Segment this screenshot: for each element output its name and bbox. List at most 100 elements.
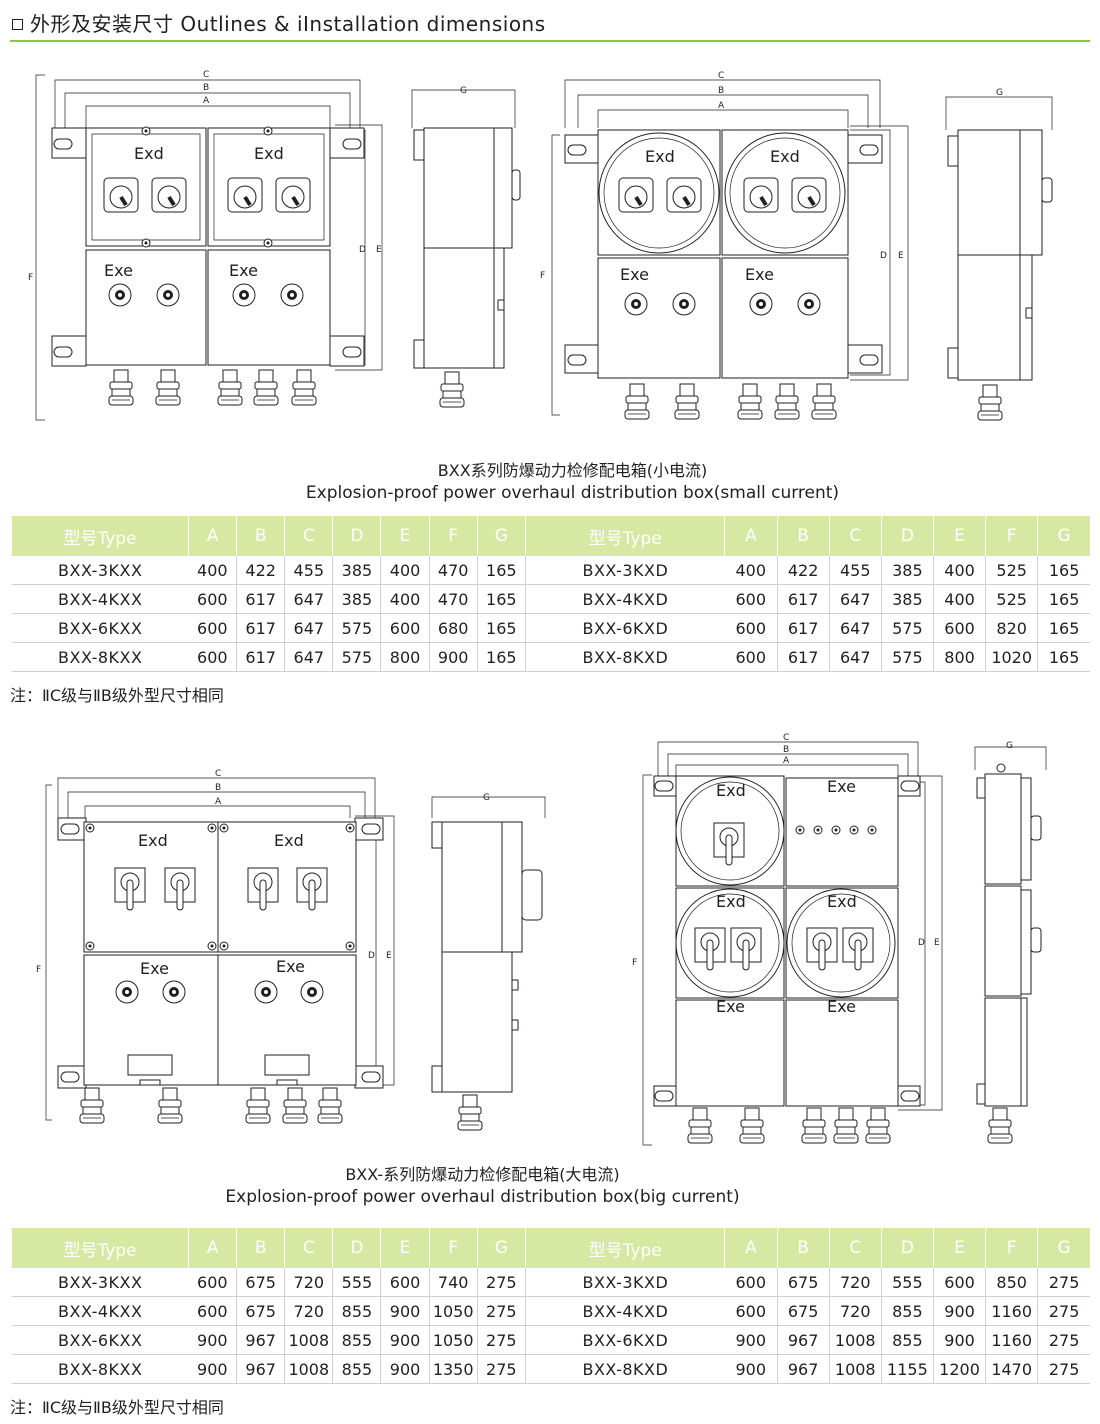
dimension-cell: 675 <box>236 1296 286 1326</box>
table-header-row: 型号Type A B C D E F G 型号Type A B C D E F … <box>12 516 1090 556</box>
col-header: B <box>777 516 830 556</box>
type-cell: BXX-4KXD <box>525 1296 725 1326</box>
dimension-cell: 617 <box>236 613 286 643</box>
type-cell: BXX-4KXX <box>12 1296 189 1326</box>
svg-text:A: A <box>203 96 210 106</box>
col-header: A <box>188 516 238 556</box>
col-header: F <box>985 516 1039 556</box>
dimension-cell: 575 <box>881 613 934 643</box>
dimension-cell: 400 <box>380 556 430 585</box>
dimension-cell: 1050 <box>429 1325 478 1355</box>
dimension-cell: 165 <box>1037 642 1090 672</box>
svg-text:Exd: Exd <box>645 147 675 166</box>
dimension-cell: 165 <box>1037 556 1090 585</box>
caption-cn: BXX系列防爆动力检修配电箱(小电流) <box>437 461 708 480</box>
dimension-cell: 1008 <box>829 1325 882 1355</box>
dimension-cell: 275 <box>477 1325 526 1355</box>
svg-text:A: A <box>718 101 725 111</box>
col-header: C <box>829 516 882 556</box>
svg-text:Exd: Exd <box>134 144 164 163</box>
type-cell: BXX-3KXX <box>12 1268 189 1297</box>
dimension-cell: 400 <box>724 556 778 585</box>
dimension-cell: 1200 <box>933 1354 987 1384</box>
type-cell: BXX-4KXX <box>12 584 189 614</box>
dimension-cell: 900 <box>380 1296 430 1326</box>
dimension-cell: 422 <box>236 556 286 585</box>
svg-text:Exe: Exe <box>745 265 774 284</box>
col-header: 型号Type <box>525 1228 726 1268</box>
dimension-cell: 720 <box>829 1268 882 1297</box>
col-header: B <box>236 1228 286 1268</box>
svg-text:C: C <box>783 733 789 743</box>
dimension-cell: 600 <box>380 613 430 643</box>
dimension-cell: 165 <box>477 642 526 672</box>
dimension-cell: 600 <box>724 1268 778 1297</box>
dimension-cell: 617 <box>236 642 286 672</box>
type-cell: BXX-6KXD <box>525 613 725 643</box>
svg-text:Exd: Exd <box>138 831 168 850</box>
svg-text:Exe: Exe <box>276 957 305 976</box>
dimension-cell: 617 <box>777 584 830 614</box>
dimension-cell: 470 <box>429 556 478 585</box>
col-header: B <box>777 1228 830 1268</box>
dimension-cell: 455 <box>829 556 882 585</box>
col-header: F <box>985 1228 1039 1268</box>
svg-text:Exe: Exe <box>620 265 649 284</box>
dimension-cell: 275 <box>1037 1325 1090 1355</box>
type-cell: BXX-4KXD <box>525 584 725 614</box>
section-header: 外形及安装尺寸 Outlines & iInstallation dimensi… <box>10 6 1090 42</box>
type-cell: BXX-8KXD <box>525 1354 725 1384</box>
big-current-spec-table: 型号Type A B C D E F G 型号Type A B C D E F … <box>12 1228 1090 1384</box>
dimension-cell: 647 <box>284 642 334 672</box>
dimension-cell: 647 <box>284 584 334 614</box>
dimension-cell: 575 <box>332 642 382 672</box>
checkbox-square-icon <box>12 19 23 30</box>
col-header: B <box>236 516 286 556</box>
drawing-small-kxd-front: C B A F D E Exd Exd Exe Exe <box>540 71 908 420</box>
dimension-cell: 900 <box>380 1325 430 1355</box>
col-header: A <box>724 516 778 556</box>
dimension-cell: 740 <box>429 1268 478 1297</box>
dimension-cell: 967 <box>777 1354 830 1384</box>
col-header: D <box>881 516 934 556</box>
dimension-cell: 1350 <box>429 1354 478 1384</box>
svg-text:C: C <box>718 71 724 81</box>
big-current-caption: BXX-系列防爆动力检修配电箱(大电流) Explosion-proof pow… <box>0 1164 1100 1208</box>
dimension-cell: 617 <box>777 613 830 643</box>
dimension-cell: 820 <box>985 613 1039 643</box>
caption-en: Explosion-proof power overhaul distribut… <box>225 1187 740 1207</box>
dimension-cell: 675 <box>777 1296 830 1326</box>
svg-text:B: B <box>783 745 789 755</box>
dimension-cell: 600 <box>724 1296 778 1326</box>
col-header: D <box>881 1228 934 1268</box>
svg-text:F: F <box>540 271 545 281</box>
dimension-cell: 900 <box>724 1325 778 1355</box>
col-header: E <box>380 1228 430 1268</box>
dimension-cell: 1470 <box>985 1354 1039 1384</box>
dimension-cell: 1155 <box>881 1354 934 1384</box>
dimension-cell: 900 <box>429 642 478 672</box>
dimension-cell: 850 <box>985 1268 1039 1297</box>
dimension-cell: 855 <box>332 1296 382 1326</box>
dimension-cell: 675 <box>236 1268 286 1297</box>
dimension-cell: 855 <box>332 1354 382 1384</box>
dimension-cell: 855 <box>881 1325 934 1355</box>
dimension-cell: 400 <box>933 556 987 585</box>
dimension-cell: 600 <box>933 1268 987 1297</box>
dimension-cell: 600 <box>188 1296 238 1326</box>
dimension-cell: 600 <box>188 584 238 614</box>
col-header: A <box>188 1228 238 1268</box>
dimension-cell: 275 <box>1037 1354 1090 1384</box>
dimension-cell: 900 <box>188 1354 238 1384</box>
type-cell: BXX-6KXX <box>12 1325 189 1355</box>
dimension-cell: 855 <box>881 1296 934 1326</box>
dimension-cell: 600 <box>724 642 778 672</box>
svg-text:C: C <box>203 70 209 80</box>
dimension-cell: 470 <box>429 584 478 614</box>
dimension-cell: 555 <box>332 1268 382 1297</box>
svg-text:Exd: Exd <box>770 147 800 166</box>
